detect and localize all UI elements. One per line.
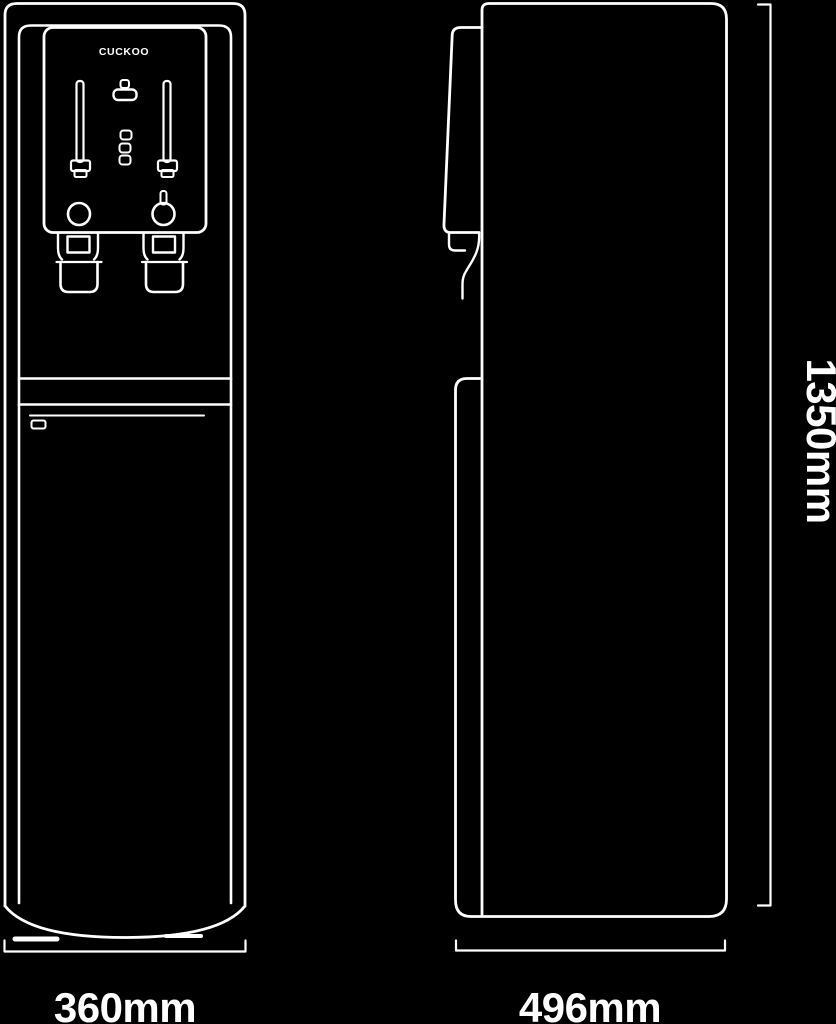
width-dimension-label: 360mm bbox=[53, 984, 197, 1024]
cabinet-bottom-curve bbox=[3, 904, 247, 939]
right-faucet-spout bbox=[140, 231, 189, 294]
left-faucet-spout bbox=[55, 231, 103, 294]
brand-logo: CUCKOO bbox=[98, 46, 150, 58]
indicator-led-icon bbox=[118, 142, 132, 154]
depth-dimension-label: 496mm bbox=[518, 984, 662, 1024]
right-dispense-lever bbox=[156, 79, 179, 178]
left-outlet bbox=[66, 201, 92, 227]
indicator-led-icon bbox=[118, 154, 132, 166]
width-dimension-bracket bbox=[3, 939, 247, 953]
right-lever-shaft bbox=[162, 79, 172, 164]
side-dispenser-head bbox=[442, 26, 484, 234]
lock-body bbox=[112, 88, 138, 102]
right-faucet-cup bbox=[144, 260, 185, 294]
indicator-led-icon bbox=[119, 129, 133, 141]
dimension-annotations bbox=[3, 3, 772, 953]
indicator-leds bbox=[118, 129, 133, 166]
lock-shackle bbox=[119, 79, 130, 89]
right-lever-foot bbox=[160, 169, 175, 178]
side-body-outline bbox=[454, 2, 728, 918]
front-view bbox=[3, 2, 247, 942]
left-lever-shaft bbox=[75, 79, 85, 164]
side-faucet-spout bbox=[447, 231, 467, 252]
left-lever-foot bbox=[73, 169, 88, 178]
front-face-outline bbox=[17, 24, 233, 905]
right-faucet-edge bbox=[142, 231, 149, 261]
height-dimension-bracket bbox=[756, 3, 772, 907]
left-faucet-edge bbox=[56, 231, 64, 261]
side-view bbox=[442, 2, 728, 918]
right-outlet-stem bbox=[159, 190, 168, 206]
left-dispense-lever bbox=[69, 79, 92, 178]
hinge-notch bbox=[30, 419, 47, 430]
height-dimension-label: 1350mm bbox=[798, 358, 836, 524]
left-faucet-edge bbox=[92, 231, 100, 261]
right-outlet bbox=[151, 201, 176, 227]
side-nozzle-curve bbox=[461, 231, 481, 300]
left-faucet-inner bbox=[66, 235, 91, 254]
depth-dimension-bracket bbox=[454, 939, 727, 952]
cabinet-outline bbox=[3, 2, 247, 908]
right-faucet-inner bbox=[151, 235, 177, 254]
control-panel bbox=[42, 26, 208, 234]
left-faucet-cup bbox=[59, 260, 99, 294]
right-faucet-edge bbox=[178, 231, 185, 261]
child-lock-icon bbox=[112, 79, 138, 102]
